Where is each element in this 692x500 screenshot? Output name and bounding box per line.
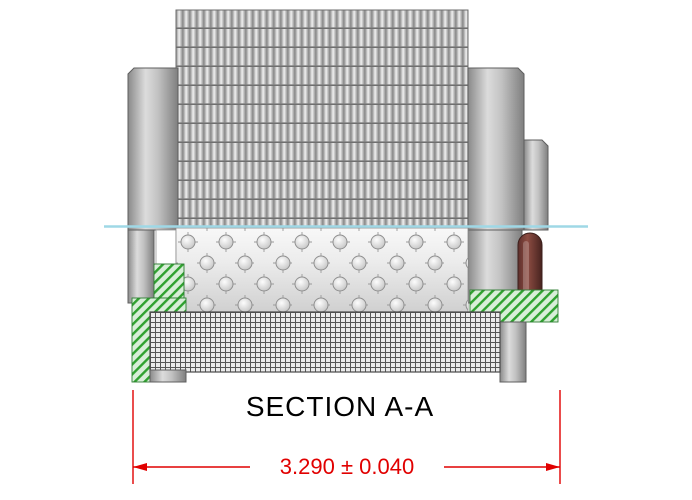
wire-mesh-band xyxy=(149,311,501,373)
dimension-value: 3.290 ± 0.040 xyxy=(280,454,414,479)
left-end-cap-lower xyxy=(127,229,155,304)
pleated-filter-media xyxy=(175,9,469,228)
dimension-arrow-left-icon xyxy=(133,463,147,471)
section-label: SECTION A-A xyxy=(246,391,434,422)
dimension-arrow-right-icon xyxy=(546,463,560,471)
right-cap-skirt xyxy=(499,321,527,383)
o-ring-highlight xyxy=(523,241,529,293)
left-cap-skirt xyxy=(149,369,187,383)
right-end-cap xyxy=(467,67,525,231)
left-end-cap xyxy=(127,67,179,231)
left-cap-groove xyxy=(155,229,177,265)
dimension-group: 3.290 ± 0.040 xyxy=(132,390,561,484)
potting-hatch-left-upper xyxy=(153,263,185,299)
right-end-cap-step xyxy=(523,139,549,231)
perforation-holes xyxy=(176,228,468,312)
